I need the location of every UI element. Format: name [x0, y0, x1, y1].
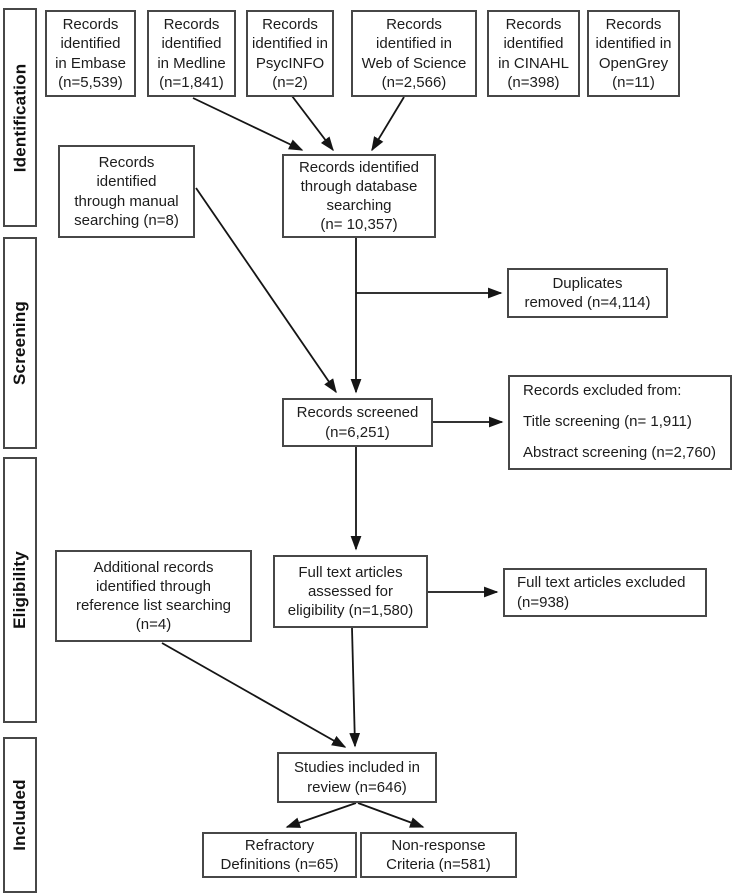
arrow-psycinfo-to-database: [291, 95, 334, 152]
stage-label-screening: Screening: [3, 237, 37, 449]
stage-label-eligibility-text: Eligibility: [10, 551, 30, 629]
stage-label-eligibility: Eligibility: [3, 457, 37, 723]
stage-label-identification-text: Identification: [10, 63, 30, 172]
stage-label-included: Included: [3, 737, 37, 893]
box-records-excluded: Records excluded from: Title screening (…: [508, 375, 732, 470]
arrow-wos-to-database: [371, 96, 405, 152]
box-manual-searching: Records identified through manual search…: [58, 145, 195, 238]
box-additional-records: Additional records identified through re…: [55, 550, 252, 642]
box-full-text-excluded: Full text articles excluded (n=938): [503, 568, 707, 617]
box-records-medline: Records identified in Medline (n=1,841): [147, 10, 236, 97]
box-records-opengrey: Records identified in OpenGrey (n=11): [587, 10, 680, 97]
box-records-psycinfo: Records identified in PsycINFO (n=2): [246, 10, 334, 97]
arrow-additional-to-studies: [161, 642, 347, 748]
box-records-embase: Records identified in Embase (n=5,539): [45, 10, 136, 97]
box-database-searching: Records identified through database sear…: [282, 154, 436, 238]
box-records-screened: Records screened (n=6,251): [282, 398, 433, 447]
box-records-cinahl: Records identified in CINAHL (n=398): [487, 10, 580, 97]
box-non-response-criteria: Non-response Criteria (n=581): [360, 832, 517, 878]
arrow-studies-to-refractory: [285, 802, 357, 828]
box-full-text-assessed: Full text articles assessed for eligibil…: [273, 555, 428, 628]
arrow-studies-to-nonresponse: [357, 802, 425, 828]
stage-label-screening-text: Screening: [10, 301, 29, 385]
stage-label-identification: Identification: [3, 8, 37, 227]
box-refractory-definitions: Refractory Definitions (n=65): [202, 832, 357, 878]
box-studies-included: Studies included in review (n=646): [277, 752, 437, 803]
stage-label-included-text: Included: [10, 779, 29, 851]
box-records-web-of-science: Records identified in Web of Science (n=…: [351, 10, 477, 97]
box-duplicates-removed: Duplicates removed (n=4,114): [507, 268, 668, 318]
arrow-fulltext-to-studies: [349, 627, 361, 748]
arrow-medline-to-database: [192, 97, 304, 151]
